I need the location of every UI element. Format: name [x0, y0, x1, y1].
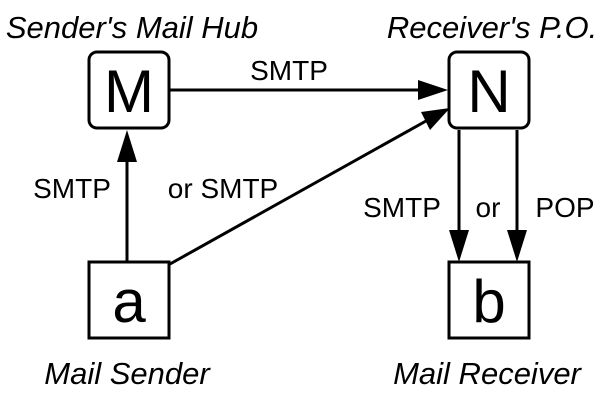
label-po-to-receiver-pop: POP [535, 192, 594, 223]
label-sender-to-hub: SMTP [33, 173, 111, 204]
sender-caption: Mail Sender [44, 356, 211, 391]
label-po-to-receiver-smtp: SMTP [363, 192, 441, 223]
label-sender-to-po: or SMTP [168, 173, 278, 204]
node-sender-letter: a [112, 268, 146, 335]
edge-sender-to-po [169, 119, 427, 266]
arrowhead-sender-to-hub [117, 130, 137, 162]
hub-caption: Sender's Mail Hub [6, 10, 258, 45]
node-sender: a [87, 260, 171, 340]
node-sender-box [87, 260, 171, 340]
po-caption: Receiver's P.O. [387, 10, 597, 45]
arrowhead-sender-to-po [421, 108, 450, 130]
node-po-letter: N [467, 58, 510, 125]
node-receiver-letter: b [472, 268, 505, 335]
arrowhead-po-to-receiver-smtp [449, 230, 469, 262]
node-po-box [447, 50, 531, 130]
receiver-caption: Mail Receiver [393, 356, 582, 391]
label-hub-to-po: SMTP [250, 55, 328, 86]
arrowhead-po-to-receiver-pop [507, 230, 527, 262]
node-hub-box [87, 50, 171, 130]
node-receiver-box [447, 260, 531, 340]
node-hub-letter: M [104, 58, 154, 125]
node-hub: M [87, 50, 171, 130]
arrowhead-hub-to-po [418, 80, 448, 100]
node-po: N [447, 50, 531, 130]
node-receiver: b [447, 260, 531, 340]
label-po-to-receiver-or: or [476, 192, 501, 223]
